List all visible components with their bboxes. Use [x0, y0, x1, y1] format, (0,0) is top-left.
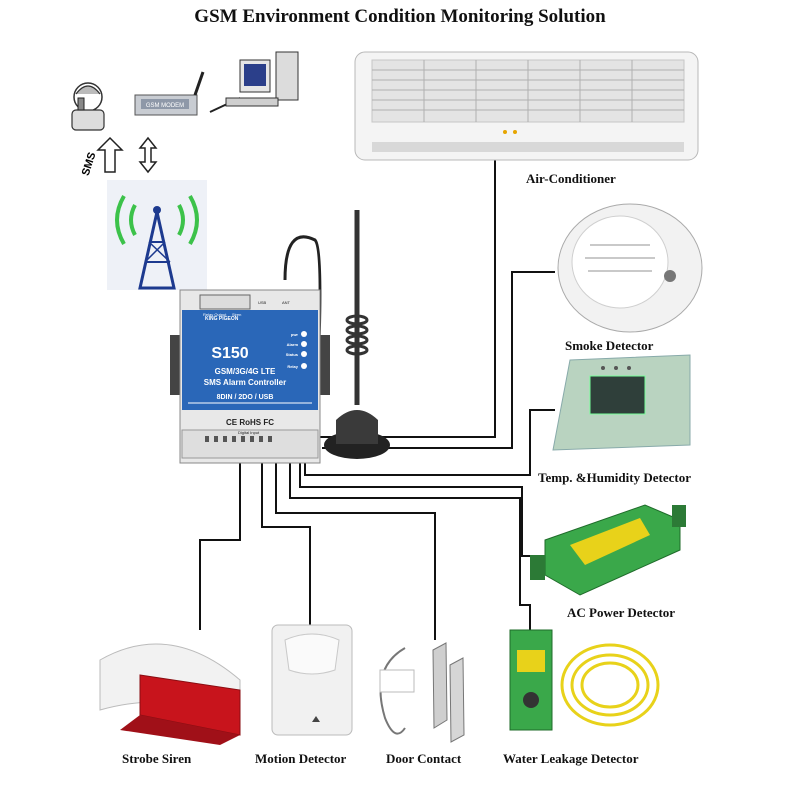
page-title: GSM Environment Condition Monitoring Sol…: [194, 6, 606, 27]
label-air-conditioner: Air-Conditioner: [526, 171, 616, 186]
controller-line3: 8DIN / 2DO / USB: [217, 394, 274, 401]
sms-label: SMS: [80, 151, 99, 177]
controller-brand: KING PIGEON: [205, 316, 239, 322]
led-label-status: Status: [286, 352, 299, 357]
wire-ac-power: [299, 463, 540, 557]
led-label-pwr: pwr: [291, 332, 299, 337]
controller-top-label-usb: USB: [258, 300, 267, 305]
wire-door-contact: [275, 463, 436, 640]
wire-air-conditioner: [320, 158, 496, 438]
controller-model: S150: [211, 345, 248, 362]
led-label-relay: Relay: [287, 364, 298, 369]
controller-top-label-siren: Siren: [232, 312, 241, 317]
wire-strobe-siren: [199, 463, 241, 630]
strobe-siren-icon: [99, 643, 241, 745]
label-water-leakage: Water Leakage Detector: [503, 751, 639, 766]
wire-smoke-detector: [322, 271, 555, 449]
sms-link-arrows: SMS: [80, 136, 158, 177]
wire-motion-detector: [261, 463, 311, 625]
label-door-contact: Door Contact: [386, 751, 462, 766]
gsm-modem-icon: GSM MODEM: [134, 71, 205, 116]
label-strobe-siren: Strobe Siren: [122, 751, 192, 766]
modem-label: GSM MODEM: [146, 103, 184, 109]
label-motion-detector: Motion Detector: [255, 751, 347, 766]
door-contact-icon: [379, 642, 465, 743]
controller-top-label-ant: ANT: [282, 300, 291, 305]
smoke-detector-icon: [557, 203, 703, 333]
cell-tower-icon: [107, 180, 207, 290]
computer-icon: [225, 51, 299, 107]
temp-humidity-icon: [552, 354, 691, 451]
air-conditioner-icon: [354, 51, 699, 161]
updown-arrow-icon: [138, 136, 158, 174]
wire-water-leakage: [289, 463, 531, 630]
motion-detector-icon: [271, 624, 353, 736]
user-phone-icon: [71, 82, 105, 131]
label-ac-power: AC Power Detector: [567, 605, 676, 620]
controller-certs: CE RoHS FC: [226, 418, 274, 427]
controller-bottom-label: Digital Input: [238, 430, 260, 435]
up-arrow-icon: [96, 136, 124, 173]
controller-line2: SMS Alarm Controller: [204, 378, 286, 387]
controller-line1: GSM/3G/4G LTE: [215, 367, 276, 376]
label-temp-humidity: Temp. &Humidity Detector: [538, 470, 691, 485]
wiring: [199, 158, 555, 640]
s150-controller: [170, 289, 330, 464]
led-label-alarm: Alarm: [287, 342, 299, 347]
label-smoke-detector: Smoke Detector: [565, 338, 654, 353]
ac-power-detector-icon: [530, 504, 686, 596]
wire-temp-humidity: [304, 409, 555, 476]
water-leakage-detector-icon: [509, 629, 660, 731]
controller-top-label-relay: Relay Output: [203, 312, 227, 317]
